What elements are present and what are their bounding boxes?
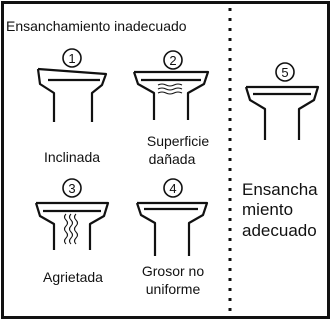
damaged-flare-icon — [132, 70, 210, 120]
case-label: Agrietada — [43, 269, 103, 285]
tilted-flare-icon — [36, 67, 108, 122]
cracked-flare-icon — [34, 201, 110, 250]
case-number: 5 — [281, 65, 288, 80]
case-label-line-2: uniforme — [146, 281, 201, 297]
case-number: 1 — [68, 51, 75, 66]
case-number-badge — [62, 48, 82, 68]
case-3-cracked: 3 Agrietada — [34, 178, 110, 285]
case-number-badge — [62, 178, 82, 198]
scratch-marks-icon — [157, 83, 183, 95]
case-number-badge — [163, 50, 183, 70]
case-2-damaged-surface: 2 Superficie dañada — [132, 50, 210, 167]
case-1-tilted: 1 Inclinada — [36, 48, 108, 165]
case-number: 4 — [169, 181, 176, 196]
proper-label-line-2: miento — [242, 200, 293, 219]
proper-flare-icon — [244, 85, 320, 140]
case-5-proper-flare: 5 Ensancha miento adecuado — [242, 62, 320, 240]
proper-label-line-1: Ensancha — [242, 180, 318, 199]
case-number-badge — [163, 178, 183, 198]
case-number-badge — [275, 62, 295, 82]
uneven-flare-icon — [135, 201, 209, 256]
proper-label-line-3: adecuado — [242, 221, 317, 240]
case-label-line-2: dañada — [149, 151, 196, 167]
improper-flare-title: Ensanchamiento inadecuado — [6, 18, 187, 34]
crack-lines-icon — [63, 213, 79, 245]
case-label-line-1: Superficie — [147, 133, 209, 149]
case-label-line-1: Grosor no — [142, 263, 204, 279]
case-number: 2 — [169, 53, 176, 68]
case-number: 3 — [68, 181, 75, 196]
case-4-uneven-thickness: 4 Grosor no uniforme — [135, 178, 209, 297]
case-label: Inclinada — [44, 149, 100, 165]
